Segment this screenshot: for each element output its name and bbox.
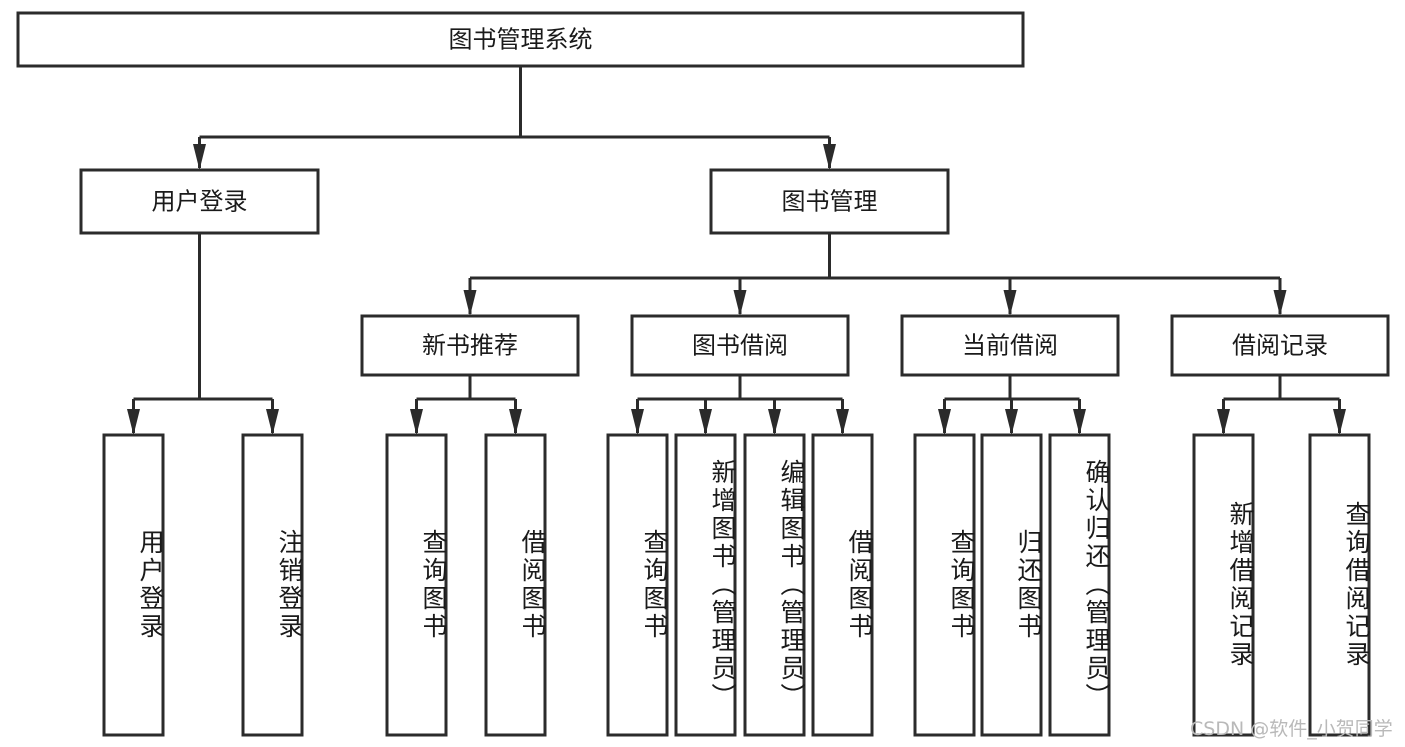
arrow-head-icon (768, 409, 781, 435)
arrow-head-icon (733, 290, 747, 316)
node-leaf-12-rect[interactable] (1308, 433, 1371, 737)
node-level3-2-label: 当前借阅 (962, 332, 1058, 360)
arrow-head-icon (127, 409, 140, 435)
watermark-text: CSDN @软件_小贺同学 (1190, 718, 1393, 740)
node-root[interactable]: 图书管理系统 (16, 11, 1025, 68)
node-level3-0-rect[interactable] (360, 314, 580, 377)
node-leaf-0-rect[interactable] (102, 433, 165, 737)
node-leaf-5-rect[interactable] (674, 433, 737, 737)
node-level2-1-label: 图书管理 (782, 188, 878, 216)
arrow-head-icon (1273, 290, 1287, 316)
arrow-head-icon (1073, 409, 1086, 435)
arrow-head-icon (1003, 290, 1017, 316)
node-root-label: 图书管理系统 (449, 26, 593, 54)
node-leaf-8-rect[interactable] (913, 433, 976, 737)
arrow-head-icon (1005, 409, 1018, 435)
node-level3-3[interactable]: 借阅记录 (1170, 314, 1390, 377)
node-leaf-10-rect[interactable] (1048, 433, 1111, 737)
arrow-head-icon (193, 144, 206, 170)
arrow-head-icon (1333, 409, 1346, 435)
node-leaf-9-rect[interactable] (980, 433, 1043, 737)
node-level3-1-label: 图书借阅 (692, 332, 788, 360)
node-leaf-3-rect[interactable] (484, 433, 547, 737)
node-leaf-4-rect[interactable] (606, 433, 669, 737)
node-level2-1[interactable]: 图书管理 (709, 168, 950, 235)
node-leaf-6-rect[interactable] (743, 433, 806, 737)
node-leaf-11-rect[interactable] (1192, 433, 1255, 737)
connector-lines-layer (127, 66, 1346, 435)
node-leaf-7-rect[interactable] (811, 433, 874, 737)
node-level3-2[interactable]: 当前借阅 (900, 314, 1120, 377)
node-level3-0[interactable]: 新书推荐 (360, 314, 580, 377)
node-leaf-2-rect[interactable] (385, 433, 448, 737)
arrow-head-icon (463, 290, 477, 316)
node-level2-0[interactable]: 用户登录 (79, 168, 320, 235)
arrow-head-icon (699, 409, 712, 435)
node-level3-1-rect[interactable] (630, 314, 850, 377)
node-level2-0-rect[interactable] (79, 168, 320, 235)
arrow-head-icon (938, 409, 951, 435)
node-level2-0-label: 用户登录 (152, 188, 248, 216)
node-level3-0-label: 新书推荐 (422, 332, 518, 360)
node-level2-1-rect[interactable] (709, 168, 950, 235)
arrow-head-icon (410, 409, 423, 435)
arrow-head-icon (1217, 409, 1230, 435)
node-level3-1[interactable]: 图书借阅 (630, 314, 850, 377)
arrow-head-icon (823, 144, 836, 170)
node-level3-2-rect[interactable] (900, 314, 1120, 377)
node-root-rect[interactable] (16, 11, 1025, 68)
arrow-head-icon (266, 409, 279, 435)
node-leaf-1-rect[interactable] (241, 433, 304, 737)
node-level3-3-rect[interactable] (1170, 314, 1390, 377)
arrow-head-icon (836, 409, 849, 435)
node-level3-3-label: 借阅记录 (1232, 332, 1328, 360)
arrow-head-icon (509, 409, 522, 435)
arrow-head-icon (631, 409, 644, 435)
